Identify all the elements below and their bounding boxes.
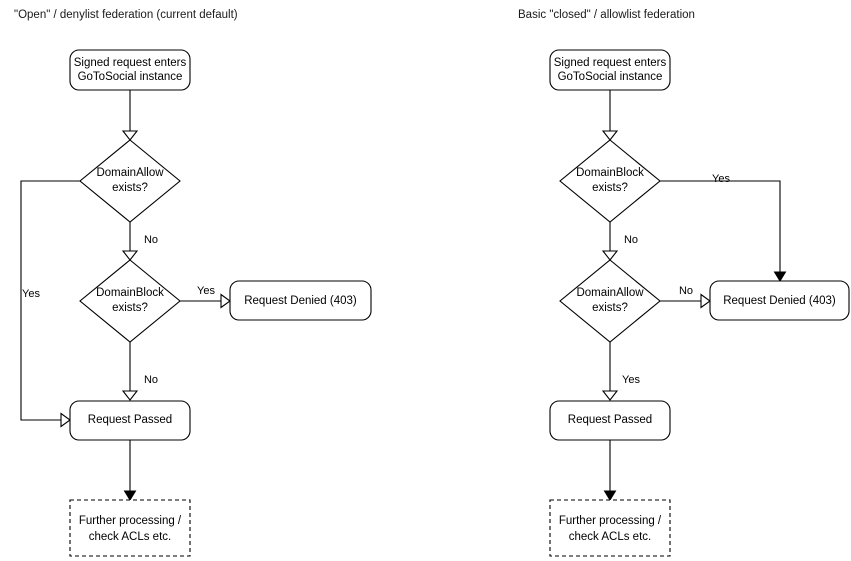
edge-label-domainblock-no-left: No (144, 374, 158, 386)
node-decision-domainblock-left[interactable]: DomainBlock exists? (79, 259, 181, 343)
node-start-right-shape[interactable] (549, 49, 671, 91)
panel-closed-allowlist: Basic "closed" / allowlist federation Si… (518, 9, 850, 557)
node-further-processing-right: Further processing / check ACLs etc. (549, 499, 671, 557)
node-start-right[interactable]: Signed request enters GoToSocial instanc… (549, 49, 671, 91)
node-further-processing-right-line1: Further processing / (559, 515, 662, 527)
panel-title-open-denylist: "Open" / denylist federation (current de… (14, 9, 238, 21)
node-decision-domainallow-right-shape[interactable] (559, 259, 661, 343)
node-request-denied-right-shape[interactable] (709, 280, 850, 321)
edge-label-domainallow-yes-right: Yes (622, 374, 640, 386)
node-decision-domainblock-right-line2: exists? (592, 182, 628, 194)
node-start-left[interactable]: Signed request enters GoToSocial instanc… (69, 49, 191, 91)
node-further-processing-left: Further processing / check ACLs etc. (69, 499, 191, 557)
node-decision-domainblock-left-line1: DomainBlock (96, 287, 164, 299)
node-decision-domainblock-right-line1: DomainBlock (576, 167, 644, 179)
node-request-passed-left-label: Request Passed (88, 414, 172, 426)
edge-domainallow-no-right: No (660, 285, 711, 309)
node-further-processing-left-line1: Further processing / (79, 515, 182, 527)
node-decision-domainallow-right[interactable]: DomainAllow exists? (559, 259, 661, 343)
edge-label-domainallow-no-right: No (679, 285, 693, 297)
node-decision-domainallow-left[interactable]: DomainAllow exists? (79, 139, 181, 223)
node-request-denied-left-label: Request Denied (403) (244, 295, 357, 307)
edge-domainblock-yes-left: Yes (180, 285, 231, 309)
node-further-processing-left-line2: check ACLs etc. (89, 531, 171, 543)
edge-label-domainblock-no-right: No (624, 234, 638, 246)
node-request-denied-left[interactable]: Request Denied (403) (229, 280, 372, 321)
edge-label-domainblock-yes-left: Yes (197, 285, 215, 297)
panel-open-denylist: "Open" / denylist federation (current de… (14, 9, 372, 557)
edge-passed-to-further-left (123, 440, 137, 501)
node-decision-domainblock-left-shape[interactable] (79, 259, 181, 343)
node-further-processing-right-line2: check ACLs etc. (569, 531, 651, 543)
node-request-denied-right[interactable]: Request Denied (403) (709, 280, 850, 321)
edge-domainblock-no-right: No (601, 222, 638, 261)
edge-label-domainallow-no-left: No (144, 234, 158, 246)
node-decision-domainblock-left-line2: exists? (112, 302, 148, 314)
node-decision-domainallow-left-line2: exists? (112, 182, 148, 194)
node-decision-domainblock-right[interactable]: DomainBlock exists? (559, 139, 661, 223)
edge-passed-to-further-right (603, 440, 617, 501)
node-decision-domainblock-right-shape[interactable] (559, 139, 661, 223)
edge-domainblock-no-left: No (121, 342, 158, 401)
node-decision-domainallow-left-line1: DomainAllow (96, 167, 164, 179)
node-start-left-line2: GoToSocial instance (78, 71, 183, 83)
node-decision-domainallow-left-shape[interactable] (79, 139, 181, 223)
edge-start-to-domainallow-left (121, 90, 139, 141)
edge-label-domainblock-yes-right: Yes (712, 173, 730, 185)
node-request-denied-left-shape[interactable] (229, 280, 372, 321)
edge-domainallow-yes-right: Yes (601, 342, 640, 401)
edge-domainblock-yes-right: Yes (660, 173, 787, 282)
node-further-processing-left-shape (69, 499, 191, 557)
node-start-right-line2: GoToSocial instance (558, 71, 663, 83)
panel-title-closed-allowlist: Basic "closed" / allowlist federation (518, 9, 695, 21)
node-request-passed-left[interactable]: Request Passed (69, 400, 191, 441)
node-decision-domainallow-right-line2: exists? (592, 302, 628, 314)
node-further-processing-right-shape (549, 499, 671, 557)
node-start-left-line1: Signed request enters (74, 57, 187, 69)
edge-start-to-domainblock-right (601, 90, 619, 141)
node-request-passed-right-label: Request Passed (568, 414, 652, 426)
node-start-right-line1: Signed request enters (554, 57, 667, 69)
edge-domainallow-no-left: No (121, 222, 158, 261)
node-request-passed-right[interactable]: Request Passed (549, 400, 671, 441)
edge-domainallow-yes-left: Yes (20, 180, 80, 428)
node-request-denied-right-label: Request Denied (403) (723, 295, 836, 307)
node-decision-domainallow-right-line1: DomainAllow (576, 287, 644, 299)
node-start-left-shape[interactable] (69, 49, 191, 91)
edge-label-domainallow-yes-left: Yes (22, 288, 40, 300)
